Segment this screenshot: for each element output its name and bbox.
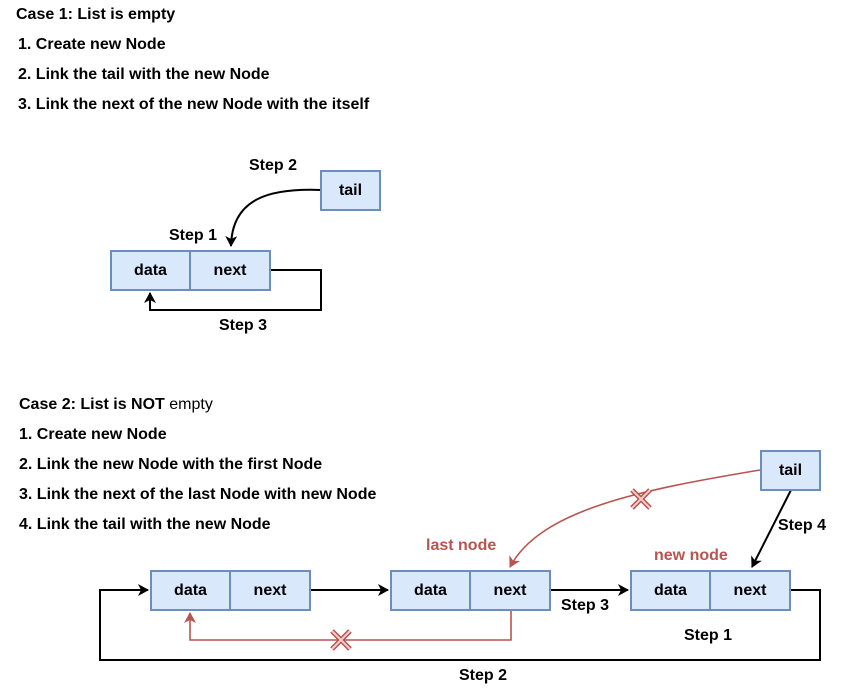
- case2-step1-label: Step 1: [684, 627, 733, 644]
- last-node-label: last node: [426, 537, 497, 554]
- case1-step1-label: Step 1: [169, 227, 218, 244]
- node2-data: data: [390, 570, 471, 611]
- case2-title-prefix: Case 2: List is NOT: [19, 396, 165, 413]
- new-node-next: next: [709, 570, 791, 611]
- new-node-data: data: [630, 570, 711, 611]
- case2-title: Case 2: List is NOT empty: [19, 395, 213, 415]
- case2-removed-next-link: [184, 610, 512, 641]
- case1-step2-label: Step 2: [249, 157, 298, 174]
- case2-removed-tail-link: [509, 469, 761, 568]
- case2-step2-label: Step 2: [459, 667, 508, 684]
- case1-node-next: next: [189, 250, 271, 291]
- case2-tail-new-link: [751, 489, 792, 568]
- case1-tail-box: tail: [320, 170, 381, 211]
- case1-title: Case 1: List is empty: [16, 6, 176, 23]
- case2-tail-box: tail: [760, 450, 821, 491]
- case2-step-3: 3. Link the next of the last Node with n…: [19, 486, 377, 503]
- case2-step-2: 2. Link the new Node with the first Node: [19, 456, 323, 473]
- case2-step-4: 4. Link the tail with the new Node: [19, 516, 271, 533]
- node2-next: next: [469, 570, 551, 611]
- node1-data: data: [150, 570, 231, 611]
- node1-next: next: [229, 570, 311, 611]
- case2-link-3-1: [99, 584, 821, 661]
- case1-step-3: 3. Link the next of the new Node with th…: [18, 96, 370, 113]
- case1-step3-label: Step 3: [219, 317, 268, 334]
- case2-title-suffix: empty: [164, 396, 213, 413]
- case1-node-data: data: [110, 250, 191, 291]
- removed-link-x-mark-top: [630, 488, 652, 510]
- case1-tail-link: [225, 188, 322, 247]
- case1-step-2: 2. Link the tail with the new Node: [18, 66, 270, 83]
- case2-step-1: 1. Create new Node: [19, 426, 167, 443]
- case1-step-1: 1. Create new Node: [18, 36, 166, 53]
- case2-step3-label: Step 3: [561, 597, 610, 614]
- case1-self-link: [144, 269, 322, 311]
- removed-link-x-mark-bottom: [330, 629, 352, 651]
- case2-step4-label: Step 4: [778, 517, 827, 534]
- new-node-label: new node: [654, 547, 728, 564]
